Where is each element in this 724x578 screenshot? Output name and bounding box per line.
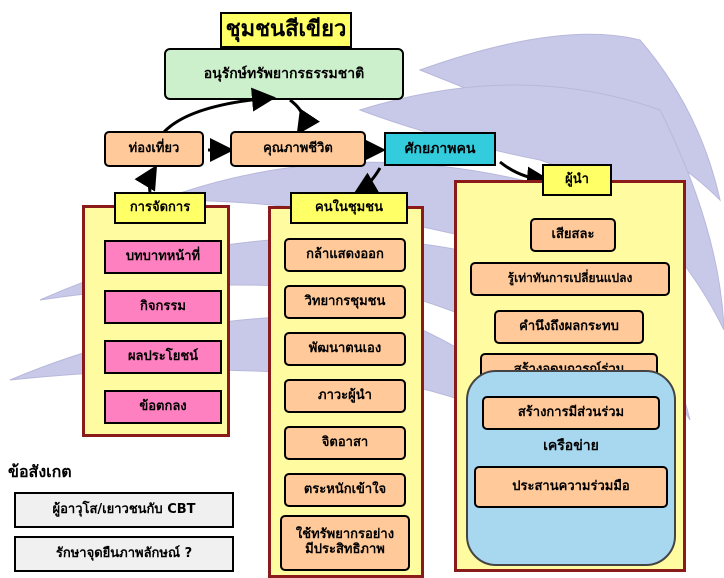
community-title: ชุมชนสีเขียว [220, 12, 352, 48]
management-item: ข้อตกลง [104, 390, 222, 424]
human-potential-box: ศักยภาพคน [384, 132, 496, 166]
management-item: กิจกรรม [104, 290, 222, 324]
quality-of-life-box: คุณภาพชีวิต [230, 131, 366, 167]
network-item-participation: สร้างการมีส่วนร่วม [482, 396, 660, 430]
people-item: วิทยากรชุมชน [284, 285, 406, 319]
conserve-box: อนุรักษ์ทรัพยากรธรรมชาติ [164, 48, 404, 100]
people-item: ตระหนักเข้าใจ [284, 473, 406, 507]
leader-item: คำนึงถึงผลกระทบ [494, 310, 644, 344]
people-item-efficient-use: ใช้ทรัพยากรอย่าง มีประสิทธิภาพ [280, 515, 410, 571]
people-item: พัฒนาตนเอง [284, 332, 406, 366]
people-item: กล้าแสดงออก [284, 238, 406, 272]
leader-header: ผู้นำ [542, 164, 612, 196]
people-header: คนในชุมชน [290, 192, 408, 224]
management-item: ผลประโยชน์ [104, 340, 222, 374]
note-item: ผู้อาวุโส/เยาวชนกับ CBT [14, 492, 234, 528]
leader-item: เสียสละ [530, 218, 616, 252]
people-item-line: ใช้ทรัพยากรอย่าง [295, 527, 395, 543]
notes-label: ข้อสังเกต [8, 462, 72, 481]
management-header: การจัดการ [114, 192, 206, 224]
people-item-line: มีประสิทธิภาพ [305, 542, 385, 557]
arrow-management-to-tourism [134, 164, 158, 193]
network-item-cooperation: ประสานความร่วมมือ [474, 466, 668, 508]
management-item: บทบาทหน้าที่ [104, 240, 222, 274]
arrow-potential-to-leader [499, 160, 551, 191]
note-item: รักษาจุดยืนภาพลักษณ์ ? [14, 536, 234, 572]
tourism-box: ท่องเที่ยว [104, 131, 204, 167]
arrow-potential-to-people [352, 167, 382, 196]
leader-item: รู้เท่าทันการเปลี่ยนแปลง [470, 262, 670, 296]
people-item: ภาวะผู้นำ [284, 379, 406, 413]
network-label: เครือข่าย [543, 438, 599, 454]
arrow-conserve-to-quality [289, 98, 320, 135]
people-item: จิตอาสา [284, 426, 406, 460]
arrow-tourism-to-conserve [162, 87, 276, 134]
